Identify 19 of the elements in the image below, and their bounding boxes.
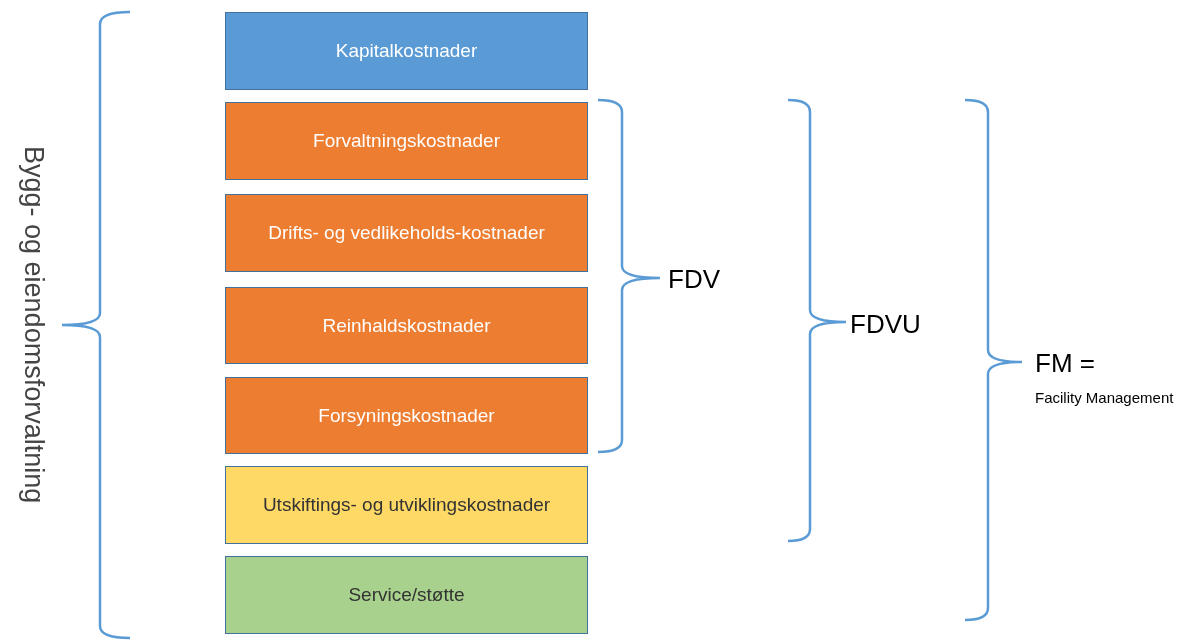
- bracket-label: Facility Management: [1035, 388, 1175, 408]
- cost-box: [225, 556, 588, 634]
- cost-box: [225, 466, 588, 544]
- box-label: Forvaltningskostnader: [313, 129, 500, 153]
- box-label: Kapitalkostnader: [335, 39, 478, 63]
- cost-box: [225, 194, 588, 272]
- box-label: Forsyningskostnader: [318, 403, 495, 428]
- cost-box: [225, 12, 588, 90]
- cost-box: [225, 102, 588, 180]
- cost-box: [225, 287, 588, 364]
- box-label: Drifts- og vedlikeholds-kostnader: [268, 221, 545, 245]
- bracket-label: FDVU: [850, 308, 921, 341]
- bracket-label: FM =: [1035, 347, 1095, 380]
- cost-box: [225, 377, 588, 454]
- box-label: Reinhaldskostnader: [322, 313, 491, 338]
- bracket-label: FDV: [668, 263, 720, 296]
- box-label: Service/støtte: [348, 583, 465, 607]
- box-label: Utskiftings- og utviklingskostnader: [262, 493, 551, 517]
- axis-label: Bygg- og eiendomsforvaltning: [18, 146, 51, 504]
